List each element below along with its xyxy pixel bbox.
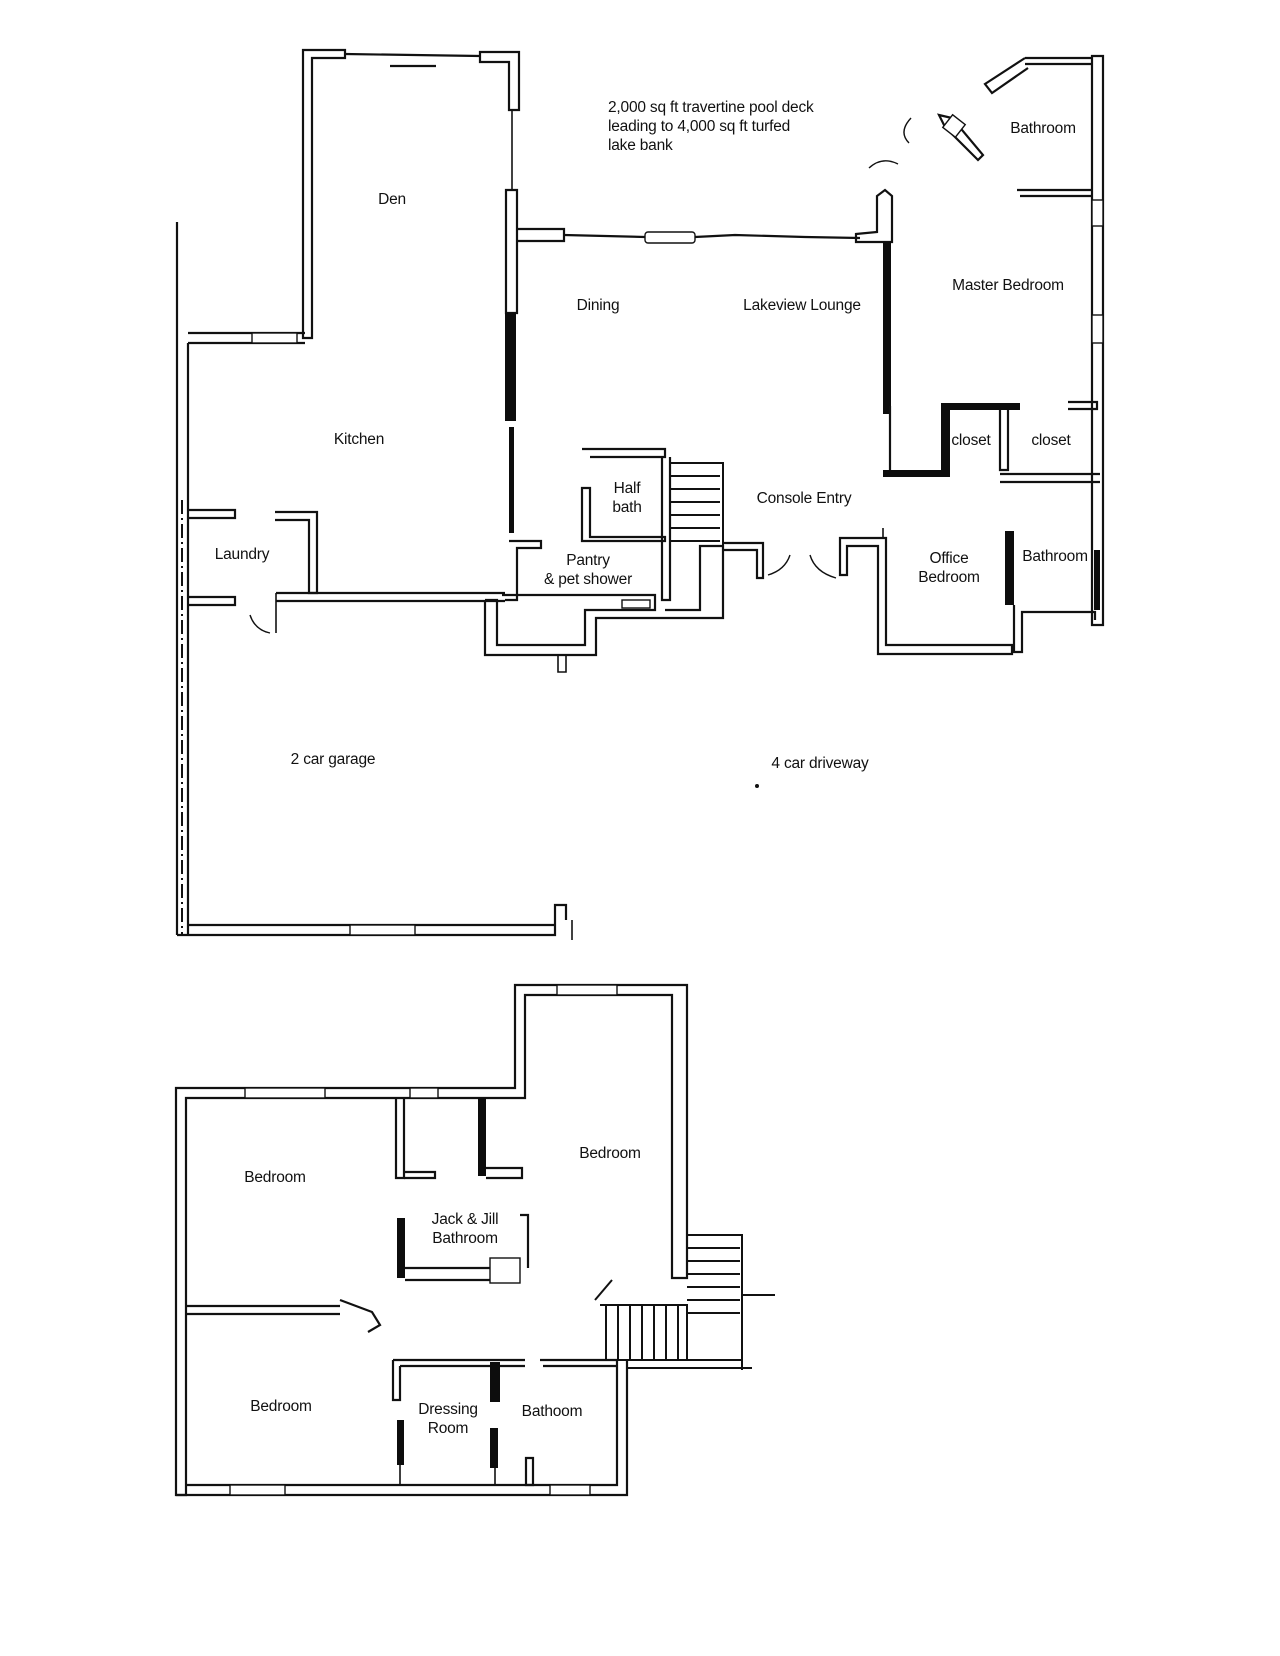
pantry-line-1: Pantry: [566, 552, 610, 569]
room-label-dining: Dining: [576, 297, 620, 314]
half-bath-line-2: bath: [612, 499, 642, 516]
room-label-driveway: 4 car driveway: [771, 755, 869, 772]
room-label-jack-jill-bathroom: Jack & Jill Bathroom: [432, 1210, 499, 1248]
room-label-half-bath: Half bath: [612, 479, 642, 517]
jack-jill-line-1: Jack & Jill: [431, 1211, 499, 1228]
pool-deck-note-line-2: leading to 4,000 sq ft turfed: [608, 118, 791, 135]
jack-jill-line-2: Bathroom: [432, 1230, 498, 1247]
room-label-garage: 2 car garage: [290, 751, 376, 768]
office-line-2: Bedroom: [918, 569, 980, 586]
room-label-lower-bedroom-nw: Bedroom: [244, 1169, 306, 1186]
room-label-office-bedroom: Office Bedroom: [918, 549, 980, 587]
room-label-closet-left: closet: [951, 432, 991, 449]
room-label-office-bathroom: Bathroom: [1022, 548, 1088, 565]
room-label-laundry: Laundry: [214, 546, 270, 563]
room-label-lower-bathroom: Bathoom: [521, 1403, 583, 1420]
half-bath-line-1: Half: [613, 480, 641, 497]
dressing-line-1: Dressing: [418, 1401, 478, 1418]
pantry-line-2: & pet shower: [543, 571, 633, 588]
room-label-lower-bedroom-sw: Bedroom: [250, 1398, 312, 1415]
office-line-1: Office: [929, 550, 969, 567]
dressing-line-2: Room: [427, 1420, 469, 1437]
pool-deck-note-line-3: lake bank: [608, 137, 673, 154]
room-label-kitchen: Kitchen: [333, 431, 385, 448]
lower-level-walls: [174, 983, 775, 1497]
room-label-dressing-room: Dressing Room: [418, 1400, 478, 1438]
room-label-den: Den: [378, 191, 406, 208]
lower-stairs: [594, 1234, 775, 1370]
room-label-closet-right: closet: [1031, 432, 1071, 449]
driveway-marker: [755, 784, 759, 788]
room-label-master-bedroom: Master Bedroom: [952, 277, 1064, 294]
room-label-master-bathroom: Bathroom: [1010, 120, 1076, 137]
pool-deck-note: 2,000 sq ft travertine pool deck leading…: [608, 98, 814, 155]
pool-deck-note-line-1: 2,000 sq ft travertine pool deck: [608, 99, 814, 116]
room-label-lakeview-lounge: Lakeview Lounge: [743, 297, 861, 314]
room-label-pantry: Pantry & pet shower: [544, 551, 632, 589]
room-label-lower-bedroom-ne: Bedroom: [579, 1145, 641, 1162]
upper-level-walls: [175, 48, 1105, 940]
upper-stairs: [670, 462, 724, 546]
room-label-console-entry: Console Entry: [756, 490, 852, 507]
